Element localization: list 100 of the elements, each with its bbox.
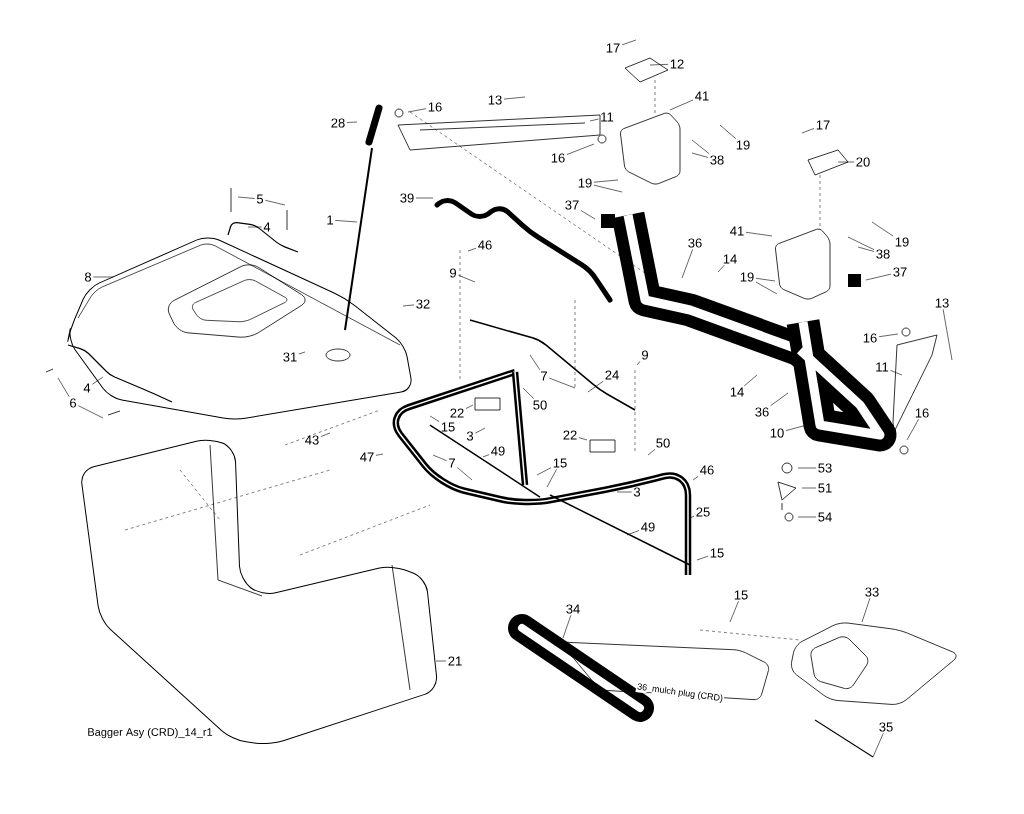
leader-line [719,124,737,139]
leader-line [482,454,490,458]
leader-line [649,64,669,66]
callout-number: 36 [755,407,769,417]
callout-number: 53 [818,463,832,473]
drawing-note: 36_mulch plug (CRD) [635,681,725,705]
callout-number: 22 [450,408,464,418]
callout-number: 50 [533,400,547,410]
callout-number: 31 [283,352,297,362]
callout-number: 13 [935,298,949,308]
callout-number: 16 [863,333,877,343]
leader-line [346,121,358,123]
callout-number: 19 [736,140,750,150]
callout-number: 16 [915,408,929,418]
callout-number: 24 [605,370,619,380]
callout-number: 41 [695,91,709,101]
leader-line [465,404,474,409]
leader-line [872,733,884,758]
callout-number: 41 [730,226,744,236]
leader-line [861,598,871,623]
callout-number: 49 [641,522,655,532]
leader-line [837,161,855,163]
leader-line [92,376,104,385]
leader-line [755,281,778,295]
leader-line [298,351,306,355]
leader-line [942,309,953,361]
callout-number: 1 [327,215,333,225]
leader-line [691,152,709,158]
callout-number: 34 [566,604,580,614]
leader-line [669,99,694,111]
leader-line [743,374,758,387]
callout-number: 36 [688,238,702,248]
callout-number: 43 [305,435,319,445]
leader-line [755,277,776,282]
leader-line [692,476,699,481]
leader-line [475,427,486,434]
callout-number: 13 [488,95,502,105]
leader-line [621,39,637,46]
leader-line [529,354,541,371]
callout-number: 21 [448,656,462,666]
callout-number: 25 [696,507,710,517]
callout-number: 47 [360,452,374,462]
leader-line [78,405,104,419]
callout-number: 7 [541,371,547,381]
callout-number: 7 [449,458,455,468]
callout-number: 38 [710,155,724,165]
leader-line [865,273,892,281]
callout-number: 20 [856,157,870,167]
callout-number: 15 [734,590,748,600]
leader-line [890,370,903,376]
leader-line [626,530,640,536]
leader-line [593,179,619,183]
leader-line [546,468,557,488]
callout-number: 15 [553,458,567,468]
leader-line [435,660,447,662]
callout-number: 28 [331,118,345,128]
leader-line [562,615,572,639]
drawing-note: Bagger Asy (CRD)_14_r1 [86,726,214,740]
callout-number: 32 [416,299,430,309]
callout-number: 8 [84,272,92,282]
callout-number: 9 [642,350,648,360]
leader-line [616,491,632,493]
leader-line [522,387,534,399]
callout-number: 16 [428,102,442,112]
callout-number: 6 [70,398,77,408]
callout-number: 19 [895,237,909,247]
leader-line [457,467,473,481]
leader-line [57,377,70,397]
callout-number: 46 [700,465,714,475]
callout-number: 37 [893,267,907,277]
leader-line [770,392,789,406]
leader-line [801,128,815,134]
callout-number: 10 [770,428,784,438]
callout-number: 33 [865,587,879,597]
leader-line [320,432,331,437]
leader-line [335,220,358,223]
callout-number: 19 [740,272,754,282]
leader-line [580,210,596,220]
leader-line [797,516,817,518]
leader-line [681,249,693,279]
callout-number: 9 [450,268,456,278]
callout-number: 19 [578,178,592,188]
leader-line [247,226,262,228]
leader-line [745,232,773,237]
leader-line [593,184,623,193]
leader-line [566,143,595,155]
leader-line [906,419,919,441]
leader-line [415,197,434,199]
callout-number: 50 [656,438,670,448]
leader-line [797,467,817,469]
callout-number: 38 [876,249,890,259]
callout-number: 3 [466,431,474,441]
leader-line [801,487,817,489]
leader-line [857,246,875,252]
callout-number: 11 [876,362,889,372]
leader-line [429,415,440,422]
callout-number: 4 [83,383,91,393]
leader-line [636,361,641,366]
leader-line [402,304,415,307]
leader-line [503,96,526,100]
